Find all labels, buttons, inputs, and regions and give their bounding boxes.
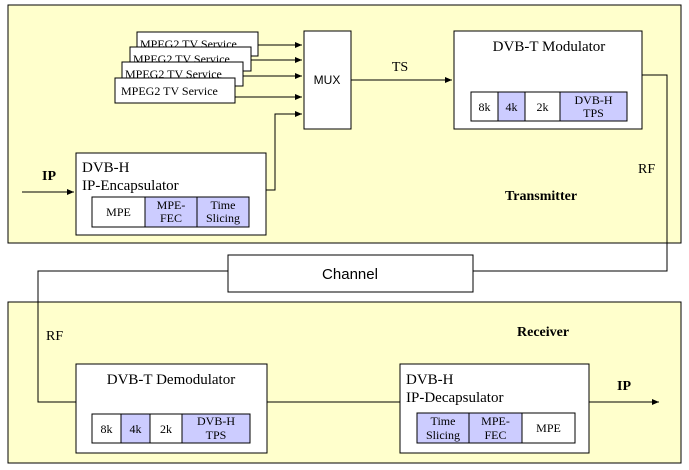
encapsulator-cell-time-slicing-1: Time xyxy=(211,198,236,212)
rf-link-to-channel xyxy=(473,74,668,272)
decapsulator-cell-mpe-fec-2: FEC xyxy=(484,428,506,442)
ip-output-label: IP xyxy=(617,379,631,394)
receiver-label: Receiver xyxy=(517,325,569,340)
rf-link-to-demodulator xyxy=(37,270,228,403)
modulator-cell-4k: 4k xyxy=(506,100,518,114)
encapsulator-cells: MPE MPE- FEC Time Slicing xyxy=(91,196,250,228)
modulator-cell-2k: 2k xyxy=(537,100,549,114)
encapsulator-cell-mpe: MPE xyxy=(106,205,131,219)
modulator-cell-8k: 8k xyxy=(479,100,491,114)
demodulator-cell-2k: 2k xyxy=(160,422,172,436)
ip-encapsulator-title-2: IP-Encapsulator xyxy=(82,178,179,194)
encapsulator-cell-mpe-fec-1: MPE- xyxy=(157,198,186,212)
transmitter-rf-label: RF xyxy=(638,162,655,177)
channel-label: Channel xyxy=(322,266,378,283)
ip-encapsulator-title-1: DVB-H xyxy=(82,160,130,176)
decapsulator-cell-mpe-fec-1: MPE- xyxy=(481,414,510,428)
demodulator-cell-tps: TPS xyxy=(206,428,227,442)
decapsulator-cell-time-slicing-1: Time xyxy=(431,414,456,428)
transmitter-label: Transmitter xyxy=(505,189,577,204)
encapsulator-cell-time-slicing-2: Slicing xyxy=(206,211,240,225)
mpeg2-service-box-1 xyxy=(114,77,236,104)
modulator-mode-cells: 8k 4k 2k DVB-H TPS xyxy=(470,91,628,122)
ip-decapsulator-title-2: IP-Decapsulator xyxy=(406,390,503,406)
ip-decapsulator-title-1: DVB-H xyxy=(406,372,454,388)
mpeg2-service-stack: MPEG2 TV Service MPEG2 TV Service MPEG2 … xyxy=(114,31,259,104)
demodulator-cell-4k: 4k xyxy=(130,422,142,436)
mpeg2-service-label-1: MPEG2 TV Service xyxy=(121,84,218,98)
mux-box xyxy=(303,30,352,130)
ts-label: TS xyxy=(392,60,408,75)
decapsulator-cell-time-slicing-2: Slicing xyxy=(426,428,460,442)
demodulator-mode-cells: 8k 4k 2k DVB-H TPS xyxy=(91,413,251,444)
demodulator-cell-dvbh: DVB-H xyxy=(197,414,235,428)
modulator-cell-tps: TPS xyxy=(583,106,604,120)
decapsulator-cells: Time Slicing MPE- FEC MPE xyxy=(416,412,576,444)
encapsulator-cell-mpe-fec-2: FEC xyxy=(160,211,182,225)
decapsulator-cell-mpe: MPE xyxy=(536,421,561,435)
demodulator-cell-8k: 8k xyxy=(101,422,113,436)
modulator-cell-dvbh: DVB-H xyxy=(575,93,613,107)
channel-box xyxy=(227,254,474,293)
dvb-t-demodulator-title: DVB-T Demodulator xyxy=(107,372,235,388)
mux-label: MUX xyxy=(314,73,341,87)
dvb-t-modulator-title: DVB-T Modulator xyxy=(493,39,606,55)
ip-input-label: IP xyxy=(42,169,56,184)
service-to-mux-arrows xyxy=(235,42,302,191)
receiver-rf-label: RF xyxy=(46,329,63,344)
